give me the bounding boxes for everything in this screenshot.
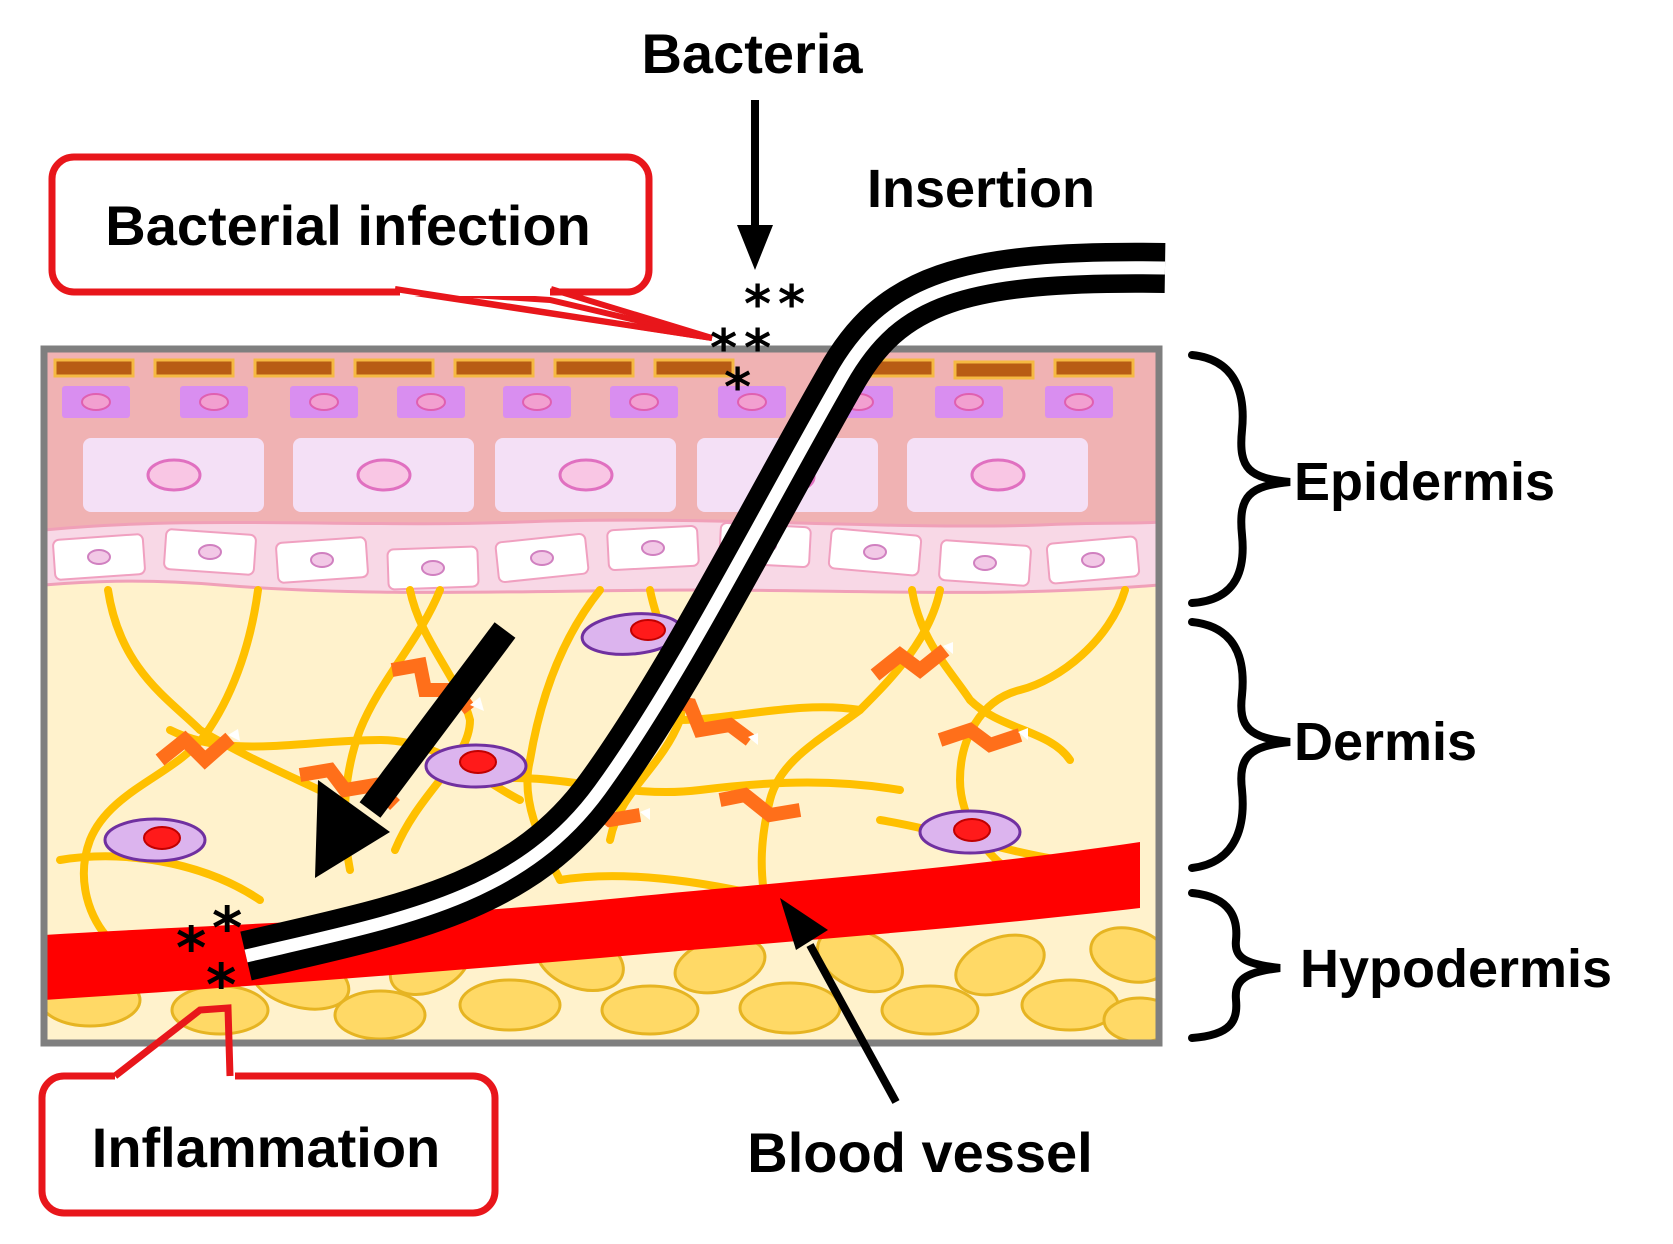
bacteria-markers-vessel: * * *	[176, 894, 242, 1019]
skin-frame	[40, 345, 1163, 1047]
stratum-spinosum-cells	[83, 438, 1088, 512]
bacteria-marker: *	[206, 951, 236, 1019]
bacterial-infection-callout	[48, 153, 713, 341]
bacteria-label: Bacteria	[641, 22, 863, 85]
blood-vessel-label: Blood vessel	[747, 1121, 1092, 1184]
inflammation-callout	[38, 1004, 499, 1217]
bacteria-marker: *	[744, 319, 771, 379]
dermis-label: Dermis	[1294, 712, 1477, 772]
fibroblast-cells	[103, 612, 1022, 863]
bacteria-marker: *	[212, 894, 242, 962]
stratum-corneum	[53, 358, 1135, 380]
brace-icon	[1188, 351, 1291, 1042]
diagonal-arrow-icon	[315, 622, 516, 878]
skin-layers	[44, 349, 1159, 1043]
bacteria-markers-surface: * * * * *	[710, 275, 805, 418]
stratum-granulosum-cells	[62, 386, 1113, 418]
epidermis-label: Epidermis	[1294, 452, 1555, 512]
insertion-needle	[240, 242, 1166, 981]
bacteria-marker: *	[176, 914, 206, 982]
collagen-fiber-ends	[228, 642, 1028, 820]
bacteria-marker: *	[724, 358, 751, 418]
inflammation-label: Inflammation	[92, 1116, 440, 1179]
insertion-label: Insertion	[867, 159, 1095, 219]
bacterial-infection-label: Bacterial infection	[105, 194, 590, 257]
hypodermis-label: Hypodermis	[1300, 939, 1612, 999]
bacteria-marker: *	[778, 275, 805, 335]
down-arrow-icon	[737, 100, 773, 270]
bacteria-marker: *	[744, 275, 771, 335]
pointer-arrow-icon	[780, 898, 900, 1104]
bacteria-marker: *	[710, 319, 737, 379]
